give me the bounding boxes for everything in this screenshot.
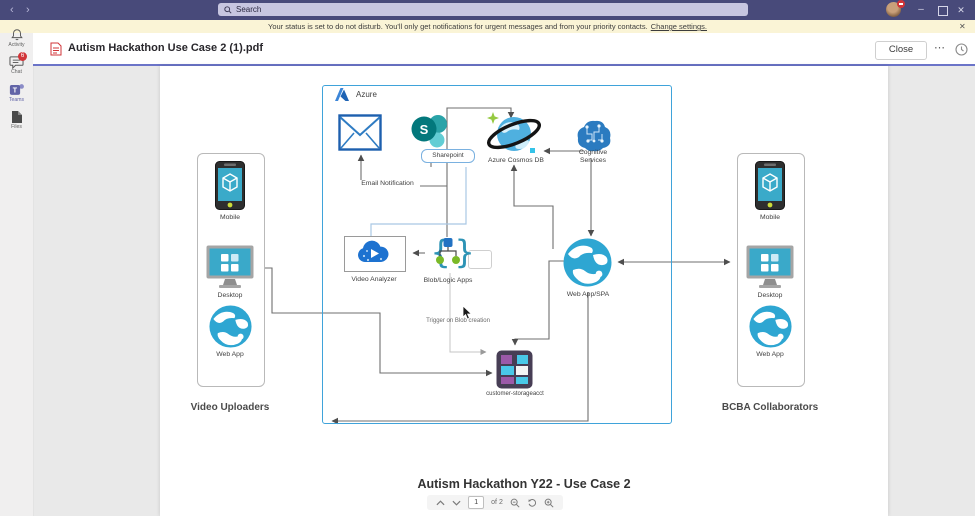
cosmos-db-label: Azure Cosmos DB (488, 157, 544, 164)
web-app-icon (749, 305, 792, 348)
blob-logic-apps-label: Blob/Logic Apps (423, 277, 473, 284)
azure-logo-icon (335, 88, 349, 101)
desktop-label: Desktop (217, 292, 243, 299)
search-placeholder: Search (236, 5, 262, 14)
more-options-icon[interactable]: ⋯ (934, 42, 946, 54)
azure-group-box (322, 85, 672, 424)
dnd-status-badge (897, 0, 905, 8)
page-toolbar: of 2 (427, 495, 563, 510)
sidebar-item-label: Teams (8, 97, 25, 103)
page-up-icon[interactable] (436, 499, 445, 506)
bcba-collaborators-caption: BCBA Collaborators (721, 402, 819, 413)
zoom-out-icon[interactable] (510, 498, 520, 508)
dnd-message: Your status is set to do not disturb. Yo… (268, 22, 648, 31)
bell-icon (10, 29, 23, 41)
svg-text:T: T (12, 86, 17, 94)
azure-label: Azure (356, 90, 377, 99)
svg-text:}: } (455, 233, 471, 271)
nav-back-icon[interactable]: ‹ (10, 4, 14, 16)
blob-logic-apps-icon: { } (431, 233, 471, 271)
web-app-spa-label: Web App/SPA (566, 291, 610, 298)
teams-icon: T (9, 84, 24, 95)
search-icon (224, 5, 232, 14)
file-icon (11, 111, 22, 123)
svg-text:S: S (420, 122, 429, 137)
trigger-note: Trigger on Blob creation (426, 318, 490, 324)
notification-close-icon[interactable]: ✕ (959, 22, 966, 31)
dnd-notification-bar: Your status is set to do not disturb. Yo… (0, 20, 975, 33)
sidebar-item-label: Activity (8, 42, 25, 48)
storage-account-label: customer-storageacct (486, 391, 544, 397)
page-total: of 2 (491, 499, 503, 506)
change-settings-link[interactable]: Change settings. (650, 22, 707, 31)
sidebar-item-activity[interactable]: Activity (0, 28, 33, 48)
blob-note-box (468, 250, 492, 269)
clock-icon[interactable] (955, 43, 968, 56)
mouse-cursor-icon (462, 306, 473, 320)
title-bar: ‹ › Search – ✕ (0, 0, 975, 20)
mobile-label: Mobile (219, 214, 241, 221)
nav-forward-icon[interactable]: › (26, 4, 30, 16)
sidebar-item-teams[interactable]: T Teams (0, 82, 33, 103)
sidebar-item-label: Chat (11, 69, 22, 75)
desktop-icon (746, 245, 794, 288)
chat-badge: 6 (18, 52, 27, 61)
file-preview-header: Autism Hackathon Use Case 2 (1).pdf Clos… (33, 33, 975, 66)
web-app-icon (209, 305, 252, 348)
cognitive-services-icon (577, 120, 611, 152)
close-file-button[interactable]: Close (875, 41, 927, 60)
maximize-button[interactable] (938, 6, 948, 16)
web-app-label: Web App (756, 351, 784, 358)
sidebar-item-chat[interactable]: 6 Chat (0, 52, 33, 75)
document-title: Autism Hackathon Y22 - Use Case 2 (417, 477, 631, 491)
page-number-input[interactable] (468, 496, 485, 509)
mobile-icon (755, 161, 785, 210)
zoom-in-icon[interactable] (544, 498, 554, 508)
file-title: Autism Hackathon Use Case 2 (1).pdf (68, 42, 263, 54)
email-icon (338, 114, 382, 151)
storage-account-icon (496, 350, 533, 389)
close-window-button[interactable]: ✕ (957, 5, 965, 15)
sidebar-item-label: Files (11, 124, 22, 130)
video-analyzer-label: Video Analyzer (351, 276, 397, 283)
fit-to-page-icon[interactable] (527, 498, 537, 508)
pdf-file-icon (50, 42, 62, 56)
cognitive-services-label: Cognitive Services (578, 149, 608, 165)
email-label: Email Notification (355, 180, 420, 189)
sharepoint-icon: S (411, 115, 447, 148)
video-analyzer-icon (358, 240, 389, 262)
page-down-icon[interactable] (452, 500, 461, 506)
minimize-button[interactable]: – (918, 4, 924, 15)
web-app-label: Web App (216, 351, 244, 358)
app-rail: Activity 6 Chat T Teams Files (0, 29, 34, 516)
desktop-label: Desktop (757, 292, 783, 299)
cosmos-db-icon (487, 112, 541, 151)
video-uploaders-caption: Video Uploaders (190, 402, 270, 413)
web-app-spa-icon (563, 238, 612, 287)
mobile-icon (215, 161, 245, 210)
search-input[interactable]: Search (218, 3, 748, 16)
mobile-label: Mobile (759, 214, 781, 221)
sidebar-item-files[interactable]: Files (0, 110, 33, 130)
desktop-icon (206, 245, 254, 288)
sharepoint-label: Sharepoint (421, 149, 475, 163)
